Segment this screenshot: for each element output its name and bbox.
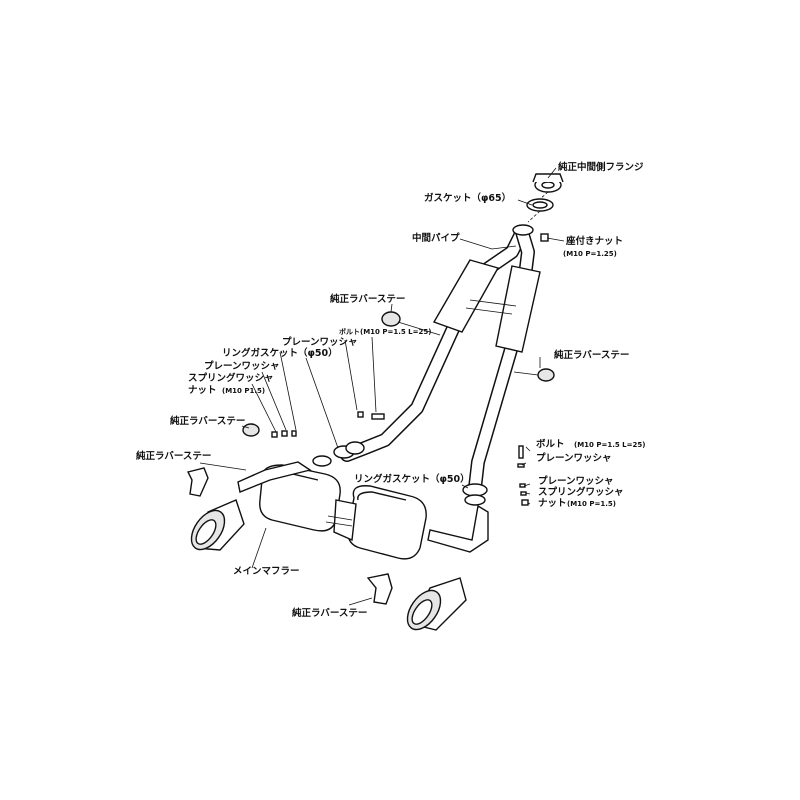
label-nut-left-spec: (M10 P1.5) [222, 387, 265, 395]
label-rubber-stay-right: 純正ラバーステー [554, 349, 629, 361]
label-ring-gasket-right: リングガスケット（φ50） [354, 473, 470, 485]
label-mid-flange: 純正中間側フランジ [558, 161, 644, 173]
label-seat-nut-spec: (M10 P=1.25) [563, 250, 617, 258]
label-rubber-stay-left: 純正ラバーステー [170, 415, 245, 427]
seat-nut [540, 233, 549, 242]
label-nut-right: ナット [538, 498, 567, 509]
label-nut-left: ナット [188, 385, 217, 396]
label-seat-nut: 座付きナット [565, 235, 623, 247]
main-muffler [237, 461, 489, 560]
label-rubber-stay-far-left: 純正ラバーステー [136, 450, 211, 462]
label-spring-washer-right: スプリングワッシャ [538, 486, 624, 498]
tailpipe-left [190, 499, 245, 551]
bolts-right [517, 445, 529, 506]
rubber-stay-bracket-left [186, 467, 209, 497]
label-ring-gasket-left: リングガスケット（φ50） [222, 347, 338, 359]
label-spring-washer-left: スプリングワッシャ [188, 372, 274, 384]
rubber-stay-left [242, 423, 260, 437]
rubber-stay-bracket-bottom [366, 573, 393, 605]
rubber-stay-top [381, 311, 441, 336]
label-plain-washer-right: プレーンワッシャ [536, 452, 612, 464]
mid-flange [532, 173, 564, 193]
label-gasket-65: ガスケット（φ65） [424, 192, 511, 204]
label-main-muffler: メインマフラー [233, 566, 300, 577]
rubber-stay-right [513, 368, 555, 382]
label-mid-pipe: 中間パイプ [412, 232, 460, 244]
label-plain-washer-left-2: プレーンワッシャ [204, 360, 280, 372]
label-plain-washer-right-2: プレーンワッシャ [538, 475, 614, 487]
label-bolt-right-spec: (M10 P=1.5 L=25) [574, 441, 645, 449]
bolts-left [271, 411, 385, 438]
ring-gasket-left-part [312, 441, 365, 467]
ring-gasket-right-part [462, 483, 488, 506]
label-rubber-stay-top: 純正ラバーステー [330, 293, 405, 305]
label-rubber-stay-bottom: 純正ラバーステー [292, 607, 367, 619]
label-bolt-left: ボルト(M10 P=1.5 L=25) [339, 327, 431, 336]
mid-pipe [340, 224, 541, 495]
label-bolt-right: ボルト [536, 438, 565, 450]
label-plain-washer-left: プレーンワッシャ [282, 336, 358, 348]
tailpipe-right [406, 577, 467, 631]
label-nut-right-spec: (M10 P=1.5) [567, 500, 616, 508]
